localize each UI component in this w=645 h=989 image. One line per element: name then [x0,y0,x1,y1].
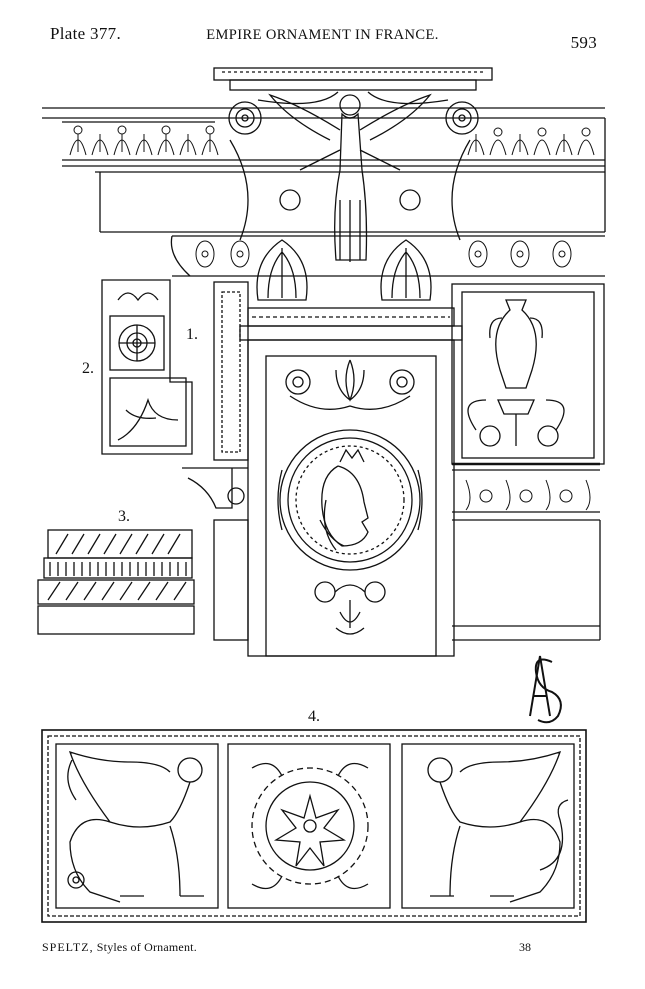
pilaster-shaft [247,339,455,657]
lower-right-frieze [452,469,601,641]
monogram-signature [529,655,562,724]
vase-panel [451,283,605,466]
figure-1-2-rosette-panel [101,279,193,455]
figure-3-moulding [37,529,195,635]
footer-signature-number: 38 [519,940,531,954]
frieze-band [170,235,605,277]
figure-label-1: 1. [186,326,198,343]
figure-label-4: 4. [308,708,320,725]
page-number: 593 [570,33,597,52]
footer-author: SPELTZ, [42,940,94,954]
plate-number: Plate 377. [50,24,121,43]
left-panel [182,281,249,641]
figure-4-sphinx-frieze [41,729,587,923]
figure-label-2: 2. [82,360,94,377]
footer-work: Styles of Ornament. [96,940,197,954]
pilaster-capital [213,67,493,341]
footer-citation: SPELTZ, Styles of Ornament. [42,940,197,955]
entablature-cornice [42,107,606,233]
figure-label-3: 3. [118,508,130,525]
page-title: EMPIRE ORNAMENT IN FRANCE. [206,27,439,43]
